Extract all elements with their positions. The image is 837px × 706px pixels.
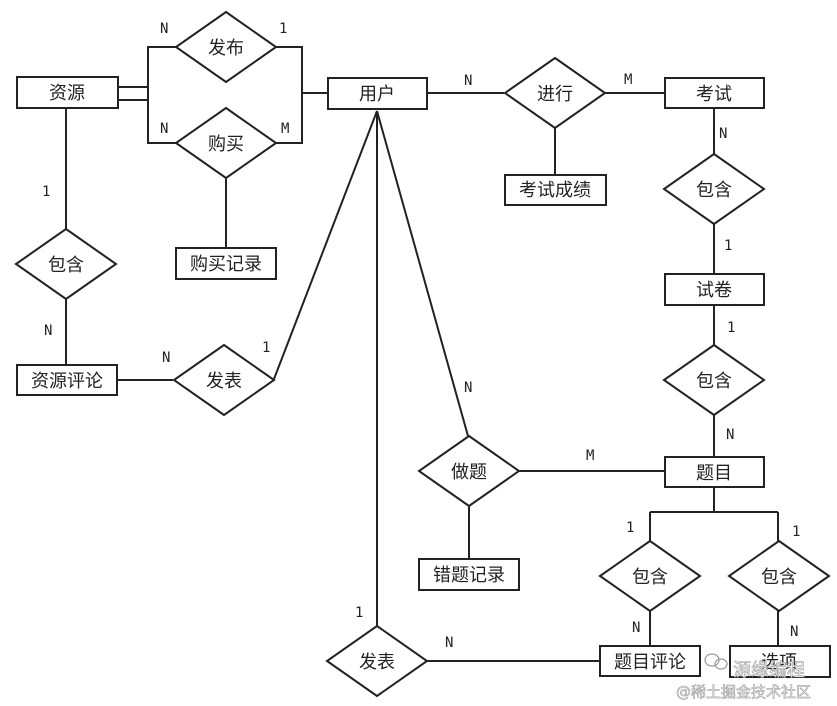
- card-paper-contain: 1: [727, 320, 735, 336]
- card-publish-resource: N: [160, 21, 168, 37]
- entity-question-comment-label: 题目评论: [614, 652, 686, 673]
- card-do-user-side: N: [464, 380, 472, 396]
- wechat-icon: [704, 653, 728, 670]
- entity-resource-label: 资源: [49, 83, 85, 104]
- card-question-comment-entity: N: [632, 620, 640, 636]
- relation-publish-label: 发布: [208, 38, 244, 59]
- entity-purchase-record[interactable]: 购买记录: [175, 247, 277, 280]
- entity-resource[interactable]: 资源: [16, 76, 119, 109]
- card-post-qc-comment-side: N: [445, 635, 453, 651]
- entity-user-label: 用户: [359, 84, 395, 105]
- card-post-user-side: 1: [262, 340, 270, 356]
- entity-exam-score-label: 考试成绩: [519, 180, 591, 201]
- card-question-option-side: 1: [792, 524, 800, 540]
- entity-question-comment[interactable]: 题目评论: [599, 645, 701, 677]
- card-conduct-exam: M: [624, 72, 632, 88]
- entity-question-label: 题目: [696, 463, 732, 484]
- relation-question-contains-comment-label: 包含: [632, 567, 668, 588]
- relation-question-contains-option[interactable]: 包含: [727, 539, 831, 613]
- entity-exam[interactable]: 考试: [664, 77, 765, 109]
- entity-purchase-record-label: 购买记录: [190, 254, 262, 275]
- entity-user[interactable]: 用户: [327, 77, 428, 110]
- entity-paper-label: 试卷: [696, 280, 732, 301]
- connector-lines: [65, 46, 779, 662]
- card-question-comment-side: 1: [626, 520, 634, 536]
- entity-resource-comment-label: 资源评论: [31, 371, 103, 392]
- card-do-question-side: M: [586, 448, 594, 464]
- relation-post-question-comment-label: 发表: [359, 652, 395, 673]
- line-user-do: [376, 110, 469, 437]
- relation-buy[interactable]: 购买: [174, 106, 278, 180]
- relation-post-resource-comment[interactable]: 发表: [172, 343, 276, 417]
- relation-post-resource-comment-label: 发表: [206, 371, 242, 392]
- card-exam-contain: N: [719, 126, 727, 142]
- line-post-user: [273, 110, 378, 380]
- relation-do-question-label: 做题: [451, 462, 487, 483]
- relation-question-contains-option-label: 包含: [761, 567, 797, 588]
- line-publish-buy-user: [276, 46, 328, 144]
- relation-conduct-label: 进行: [537, 84, 573, 105]
- entity-wrong-record[interactable]: 错题记录: [418, 558, 520, 591]
- watermark-brand: 源缘编程: [733, 660, 805, 681]
- relation-exam-contains-paper[interactable]: 包含: [662, 152, 766, 226]
- relation-exam-contains-paper-label: 包含: [696, 180, 732, 201]
- card-paper-from-exam: 1: [724, 238, 732, 254]
- card-buy-resource: N: [160, 121, 168, 137]
- watermark-site: @稀土掘金技术社区: [676, 683, 811, 701]
- card-question-in-paper: N: [726, 427, 734, 443]
- entity-question[interactable]: 题目: [664, 456, 765, 488]
- entity-wrong-record-label: 错题记录: [433, 565, 505, 586]
- relation-paper-contains-question-label: 包含: [696, 371, 732, 392]
- card-resource-contain: 1: [42, 184, 50, 200]
- relation-resource-contains-comment[interactable]: 包含: [14, 227, 118, 301]
- relation-publish[interactable]: 发布: [174, 10, 278, 84]
- cardinality-labels: N 1 N M N M N 1 1 N 1 N N 1 N M 1 1 N N …: [42, 21, 800, 651]
- relation-question-contains-comment[interactable]: 包含: [598, 539, 702, 613]
- relation-conduct[interactable]: 进行: [503, 56, 607, 130]
- relation-post-question-comment[interactable]: 发表: [325, 624, 429, 698]
- watermark: 源缘编程 @稀土掘金技术社区: [676, 653, 811, 701]
- entity-paper[interactable]: 试卷: [664, 273, 765, 306]
- card-resource-comment-contain: N: [44, 323, 52, 339]
- relation-resource-contains-comment-label: 包含: [48, 255, 84, 276]
- card-buy-user: M: [281, 121, 289, 137]
- relation-buy-label: 购买: [208, 134, 244, 155]
- entity-option-label: 选项: [761, 652, 797, 673]
- card-option-entity: N: [790, 624, 798, 640]
- relation-paper-contains-question[interactable]: 包含: [662, 343, 766, 417]
- line-resource-publish-buy: [118, 46, 176, 144]
- line-question-branch: [649, 487, 779, 541]
- card-post-comment-side: N: [162, 350, 170, 366]
- entity-resource-comment[interactable]: 资源评论: [16, 364, 118, 396]
- card-publish-user: 1: [279, 21, 287, 37]
- entity-exam-score[interactable]: 考试成绩: [504, 174, 607, 206]
- entity-exam-label: 考试: [696, 84, 732, 105]
- card-post-qc-user-side: 1: [355, 605, 363, 621]
- entity-option[interactable]: 选项: [729, 645, 831, 678]
- card-conduct-user: N: [464, 73, 472, 89]
- relation-do-question[interactable]: 做题: [417, 434, 521, 508]
